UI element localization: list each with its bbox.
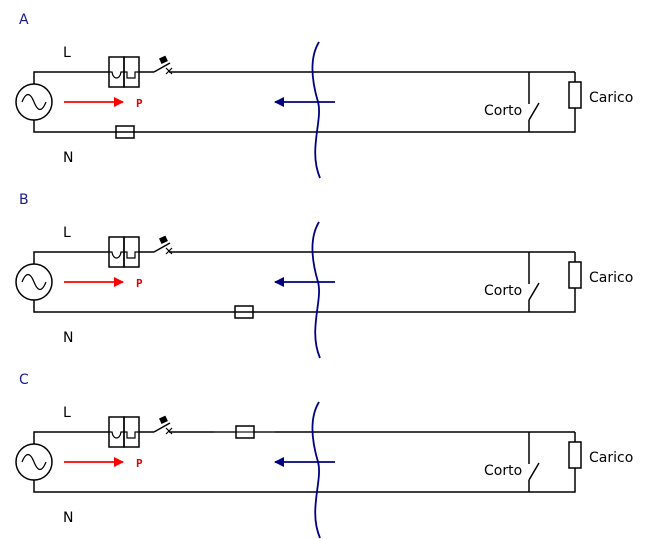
breaker-knob [159, 415, 168, 424]
load-label: Carico [589, 90, 633, 106]
panel-b: B L N P Corto Carico [15, 192, 633, 359]
breaker-cross [165, 427, 173, 435]
neutral-wire [33, 468, 576, 493]
line-wire-left [33, 251, 109, 264]
switch-icon [528, 72, 540, 132]
breaker-knob [159, 55, 168, 64]
switch-icon [528, 252, 540, 312]
line-wire-left [33, 71, 109, 84]
breaker-arm [153, 242, 171, 253]
residual-current-device-icon [108, 56, 140, 88]
resistor-icon [568, 81, 582, 109]
power-label: P [136, 97, 143, 110]
breaker-arm [153, 62, 171, 73]
short-label: Corto [484, 283, 522, 299]
rcd-coil [109, 431, 139, 439]
line-label: L [63, 225, 71, 241]
line-label: L [63, 405, 71, 421]
panel-a: A L N P Corto Carico [15, 12, 633, 179]
cable-break-icon [311, 401, 321, 539]
power-label: P [136, 457, 143, 470]
residual-current-device-icon [108, 236, 140, 268]
rcd-coil [109, 251, 139, 259]
breaker-knob [159, 235, 168, 244]
switch-icon [528, 432, 540, 492]
circuit-breaker-icon [139, 415, 173, 435]
neutral-label: N [63, 510, 73, 526]
sine-wave [21, 273, 47, 291]
switch-blade [528, 462, 540, 481]
breaker-cross [165, 67, 173, 75]
residual-current-device-icon [108, 416, 140, 448]
line-label: L [63, 45, 71, 61]
line-wire-left [33, 431, 109, 444]
switch-blade [528, 282, 540, 301]
panel-label: B [19, 192, 29, 208]
rcd-coil [109, 71, 139, 79]
circuit-breaker-icon [139, 55, 173, 75]
neutral-label: N [63, 330, 73, 346]
short-label: Corto [484, 463, 522, 479]
cable-break-icon [311, 221, 321, 359]
sine-wave [21, 453, 47, 471]
panel-label: A [19, 12, 29, 28]
fuse-icon [234, 305, 254, 319]
breaker-cross [165, 247, 173, 255]
ac-source-icon [15, 83, 53, 121]
fuse-icon [235, 425, 255, 439]
panel-label: C [19, 372, 29, 388]
resistor-icon [568, 261, 582, 289]
fuse-icon [115, 125, 135, 139]
sine-wave [21, 93, 47, 111]
panel-c: C L N P Corto Carico [15, 372, 633, 539]
load-label: Carico [589, 270, 633, 286]
resistor-icon [568, 441, 582, 469]
short-label: Corto [484, 103, 522, 119]
load-label: Carico [589, 450, 633, 466]
power-label: P [136, 277, 143, 290]
breaker-arm [153, 422, 171, 433]
ac-source-icon [15, 443, 53, 481]
switch-blade [528, 102, 540, 121]
ac-source-icon [15, 263, 53, 301]
circuit-breaker-icon [139, 235, 173, 255]
neutral-label: N [63, 150, 73, 166]
neutral-wire [33, 288, 576, 313]
cable-break-icon [311, 41, 321, 179]
neutral-wire [33, 108, 576, 133]
